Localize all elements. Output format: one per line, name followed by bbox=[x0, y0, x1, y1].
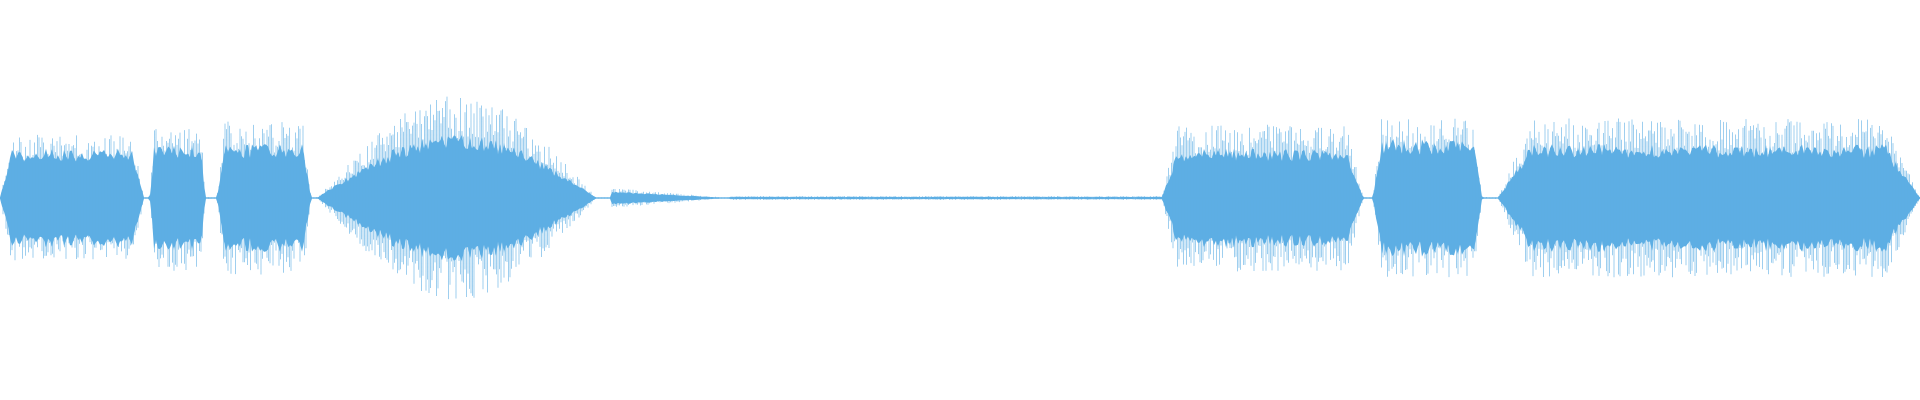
waveform-canvas[interactable] bbox=[0, 0, 1920, 400]
audio-waveform[interactable] bbox=[0, 0, 1920, 400]
